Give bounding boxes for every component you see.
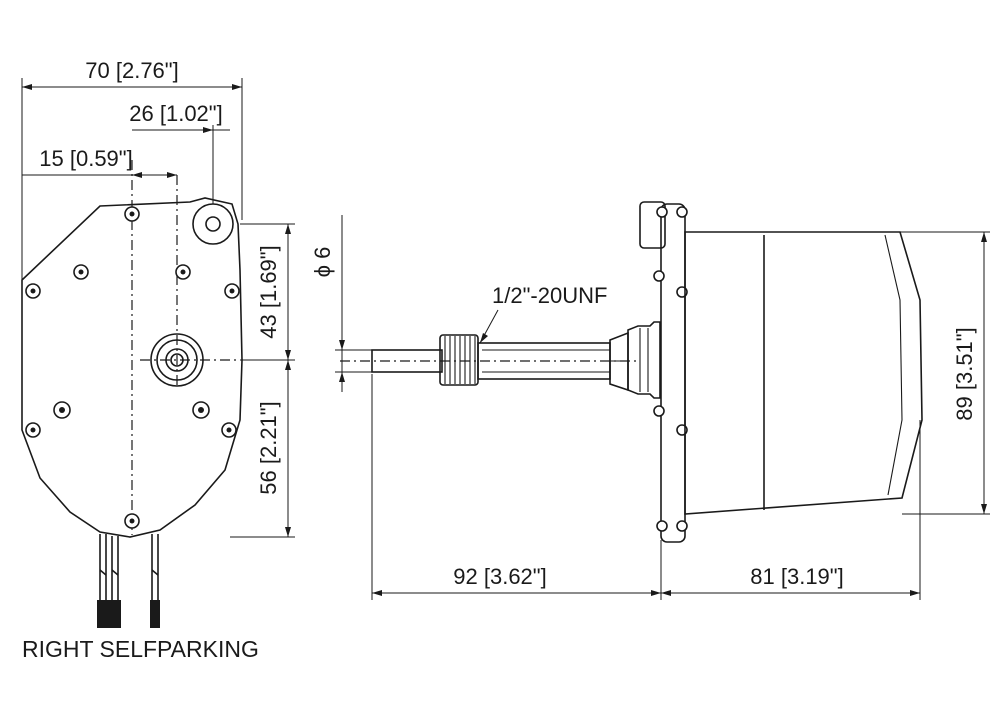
dim-mount-offset: 15 [0.59"] — [22, 146, 177, 178]
caption: RIGHT SELFPARKING — [22, 636, 259, 662]
shaft-diameter-label: ϕ 6 — [310, 247, 335, 278]
wire-leads — [97, 534, 160, 628]
spindle-boss-core — [170, 353, 184, 367]
dim-lower-height: 56 [2.21"] — [230, 360, 295, 538]
mounting-boss — [192, 203, 234, 245]
mount-offset-label: 15 [0.59"] — [39, 146, 132, 171]
knurled-nut — [439, 334, 479, 386]
spindle-boss-outer — [150, 333, 204, 387]
side-view: ϕ 6 1/2"-20UNF 92 [3.62"] 81 [3.19"] — [310, 201, 990, 600]
motor-endcap-edge — [884, 234, 903, 496]
gearbox-housing — [21, 197, 243, 538]
shaft-length-label: 92 [3.62"] — [453, 564, 546, 589]
mounting-boss-hole — [205, 216, 221, 232]
dim-spindle-offset: 26 [1.02"] — [129, 101, 230, 204]
mounting-plate — [660, 203, 686, 543]
upper-height-label: 43 [1.69"] — [256, 245, 281, 338]
motor-body — [684, 231, 923, 515]
plate-cap — [639, 201, 666, 249]
dim-shaft-length: 92 [3.62"] — [371, 374, 662, 600]
dim-overall-width: 70 [2.76"] — [21, 58, 243, 280]
plate-bolts — [653, 206, 688, 532]
lower-height-label: 56 [2.21"] — [256, 401, 281, 494]
mounting-collar — [627, 321, 661, 399]
spindle-boss-mid — [156, 339, 198, 381]
bolt-heads — [25, 206, 240, 529]
thread-callout: 1/2"-20UNF — [479, 283, 607, 344]
dim-upper-height: 43 [1.69"] — [240, 223, 295, 361]
motor-length-label: 81 [3.19"] — [750, 564, 843, 589]
spindle-boss-inner — [165, 348, 189, 372]
thread-spec-label: 1/2"-20UNF — [492, 283, 607, 308]
motor-height-label: 89 [3.51"] — [952, 327, 977, 420]
front-view: 70 [2.76"] 26 [1.02"] 15 [0.59"] 43 [1.6… — [21, 58, 295, 662]
dim-motor-length: 81 [3.19"] — [661, 420, 921, 600]
spindle-offset-label: 26 [1.02"] — [129, 101, 222, 126]
dim-shaft-diameter: ϕ 6 — [310, 215, 372, 392]
dim-motor-height: 89 [3.51"] — [900, 231, 990, 515]
overall-width-label: 70 [2.76"] — [85, 58, 178, 83]
